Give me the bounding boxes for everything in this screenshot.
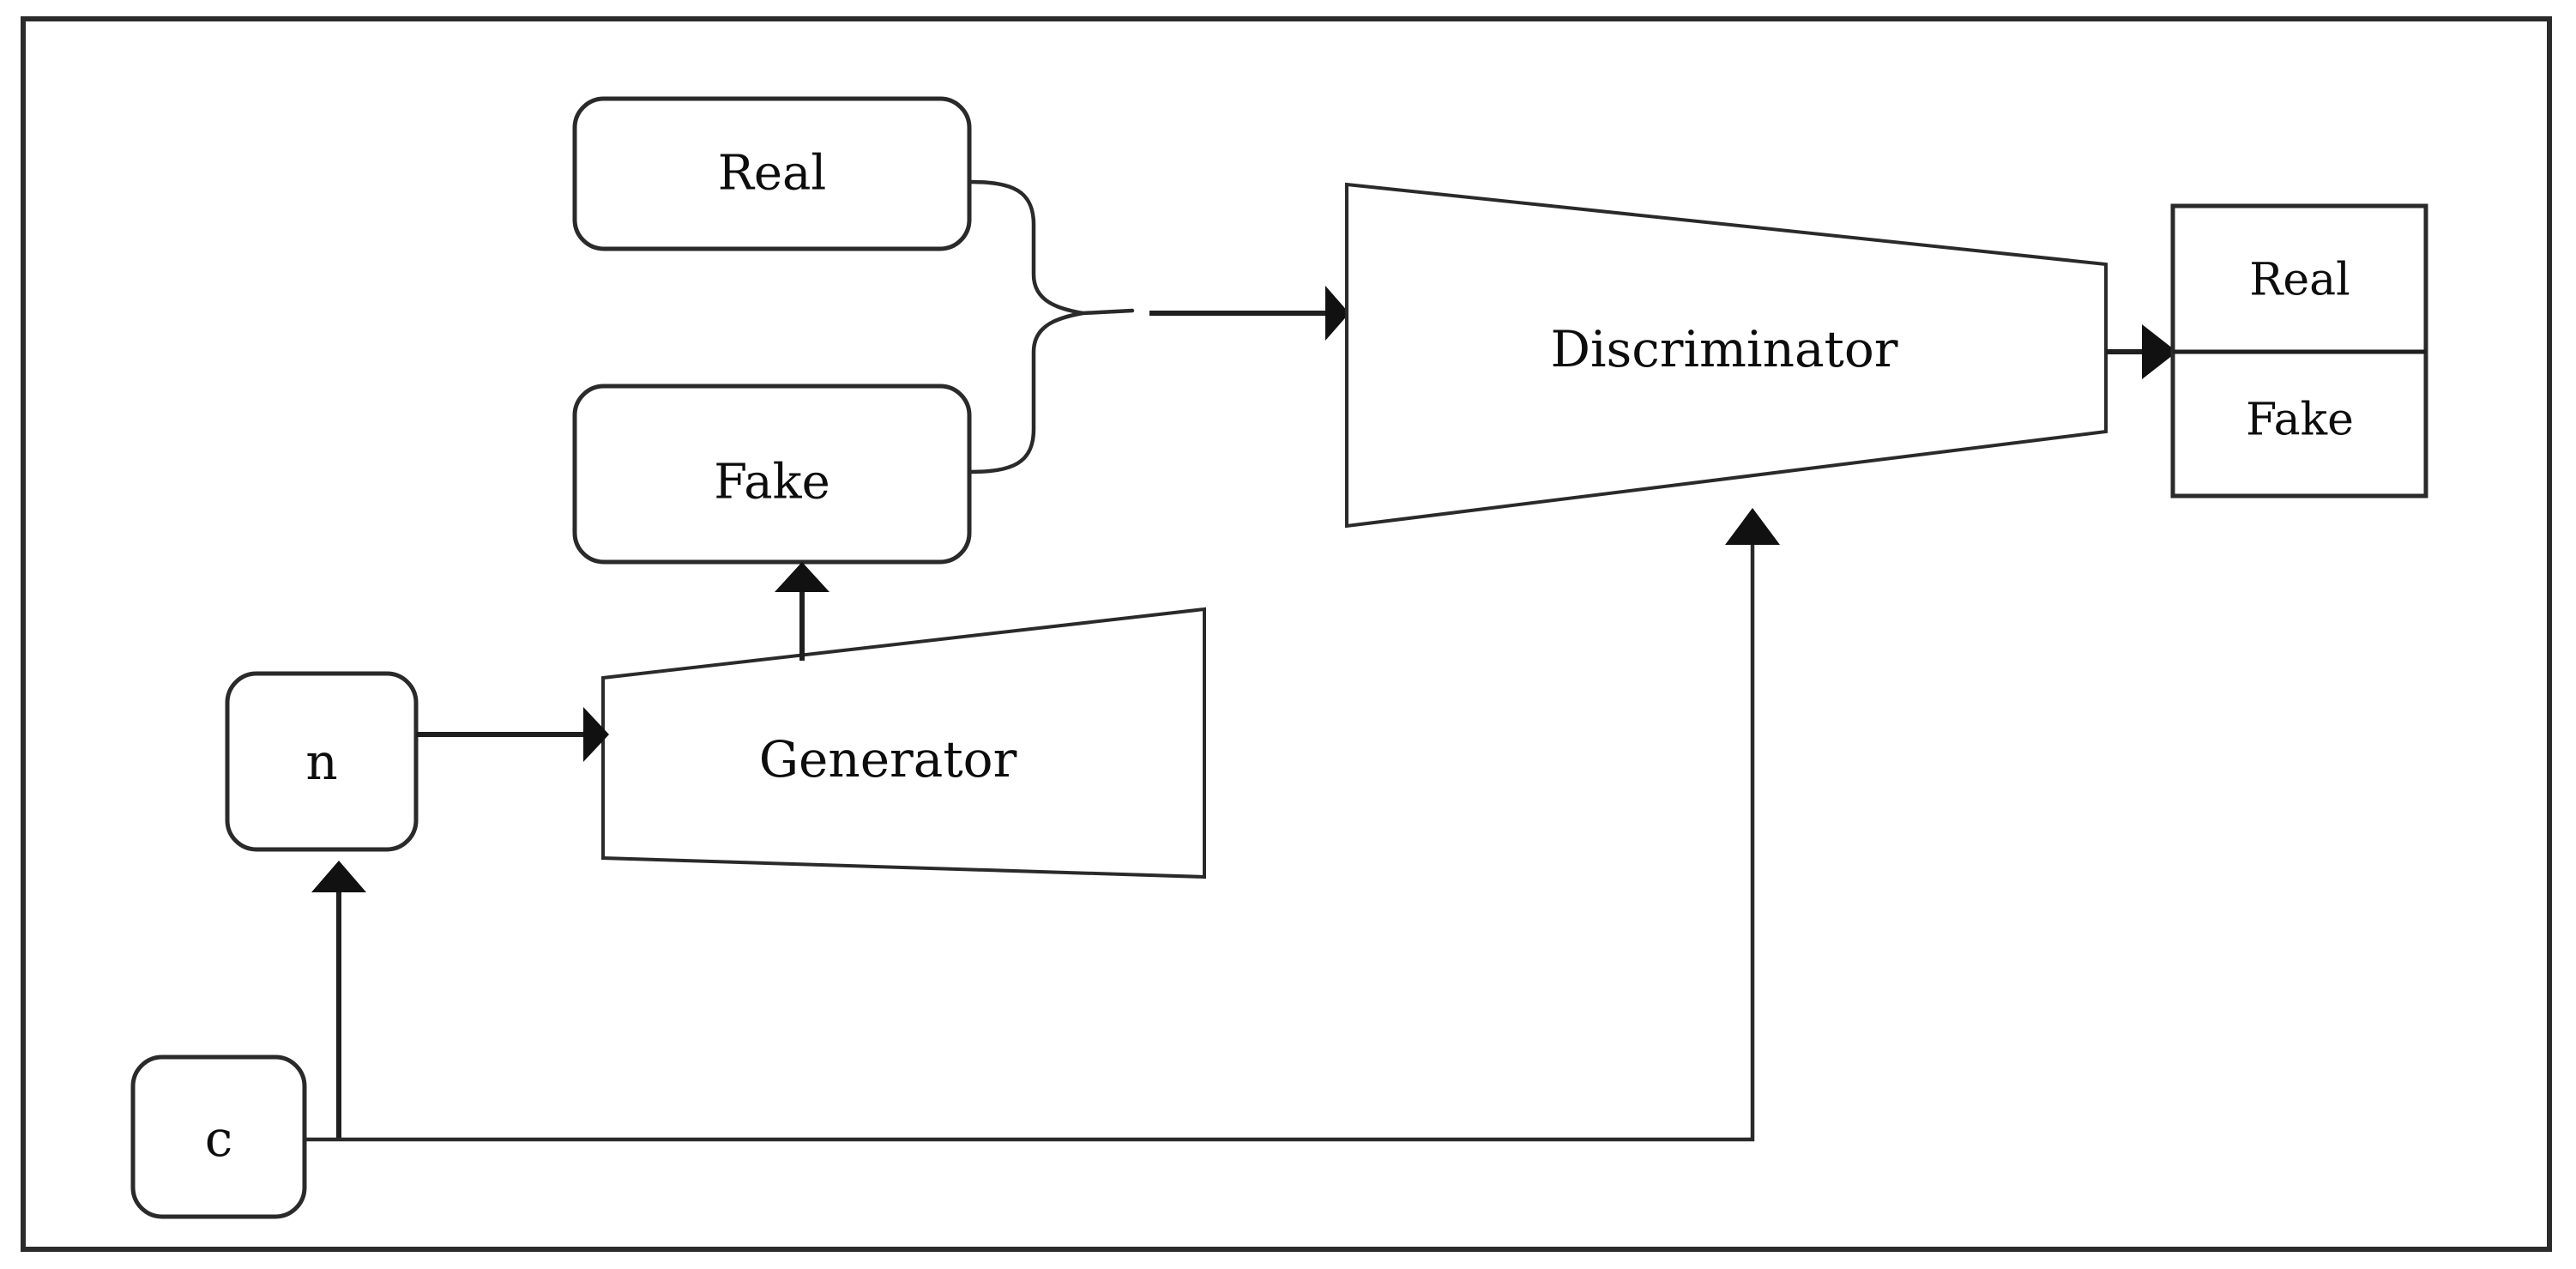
- node-output-box[interactable]: Real Fake: [2170, 203, 2428, 499]
- arrowhead-up-icon: [775, 562, 830, 592]
- fake-input-box[interactable]: [572, 384, 972, 565]
- curly-brace-icon: [967, 179, 1085, 474]
- node-fake-input[interactable]: Fake: [572, 384, 972, 565]
- merge-brace-connector: [967, 179, 1135, 474]
- discriminator-label: Discriminator: [1550, 320, 1897, 378]
- node-noise[interactable]: n: [225, 671, 419, 852]
- generator-shape[interactable]: [601, 607, 1206, 879]
- connector-condition-to-noise: [311, 861, 366, 1141]
- condition-box[interactable]: [130, 1054, 307, 1219]
- connector-generator-to-fake: [775, 562, 830, 661]
- real-input-box[interactable]: [572, 96, 972, 251]
- connector-condition-to-discriminator: [305, 508, 1780, 1142]
- arrowhead-right-icon: [583, 707, 609, 762]
- arrowhead-up-icon: [311, 861, 366, 892]
- output-fake-label: Fake: [2246, 395, 2354, 446]
- node-generator[interactable]: Generator: [601, 607, 1206, 879]
- brace-tip: [1080, 308, 1135, 316]
- arrowhead-right-icon: [2142, 324, 2177, 379]
- outer-border: [21, 16, 2552, 1252]
- fake-input-label: Fake: [714, 455, 830, 511]
- condition-to-discriminator-line: [305, 545, 1755, 1142]
- connector-noise-to-generator: [416, 707, 609, 762]
- noise-label: n: [305, 733, 337, 791]
- generator-label: Generator: [759, 730, 1017, 789]
- discriminator-shape[interactable]: [1345, 182, 2108, 529]
- condition-label: c: [205, 1109, 232, 1168]
- arrowhead-up-icon: [1725, 508, 1780, 545]
- real-input-label: Real: [718, 146, 827, 202]
- node-discriminator[interactable]: Discriminator: [1345, 182, 2108, 529]
- noise-box[interactable]: [225, 671, 419, 852]
- connector-discriminator-to-output: [2106, 324, 2177, 379]
- arrowhead-right-icon: [1325, 286, 1349, 341]
- output-real-label: Real: [2249, 255, 2350, 306]
- node-real-input[interactable]: Real: [572, 96, 972, 251]
- node-condition[interactable]: c: [130, 1054, 307, 1219]
- connector-brace-to-discriminator: [1149, 286, 1349, 341]
